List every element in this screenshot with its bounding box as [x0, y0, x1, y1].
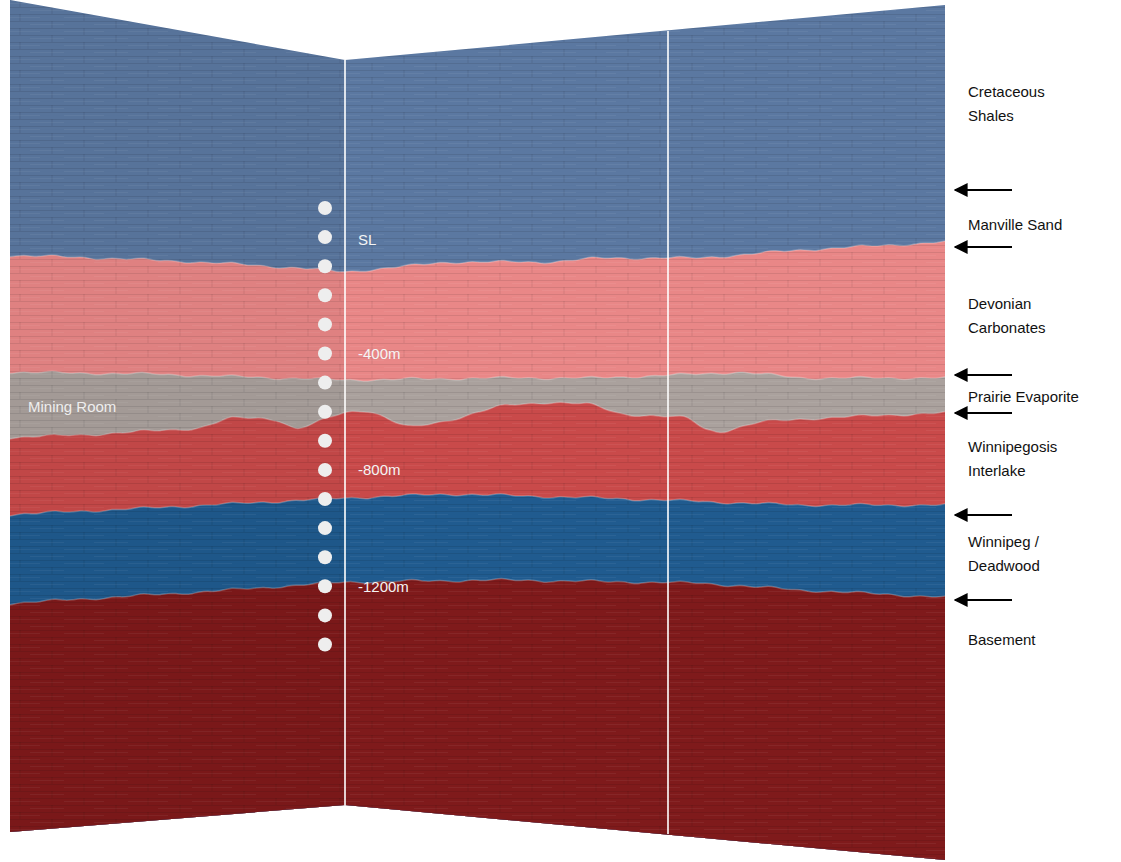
layer-label: Basement [968, 628, 1036, 652]
boundary-arrow [955, 374, 1012, 376]
layer-label: Winnipegosis Interlake [968, 435, 1080, 483]
borehole-dot [318, 376, 332, 390]
borehole-dot [318, 521, 332, 535]
borehole-dot [318, 492, 332, 506]
layer-label: Prairie Evaporite [968, 385, 1079, 409]
borehole-dot [318, 317, 332, 331]
layer-label: Devonian Carbonates [968, 292, 1068, 340]
fold-line [667, 31, 669, 834]
borehole-dot [318, 638, 332, 652]
panel-shade [10, 0, 345, 832]
depth-label: SL [358, 230, 376, 250]
rock-texture [0, 0, 960, 862]
borehole-dot [318, 550, 332, 564]
boundary-arrow [955, 189, 1012, 191]
layer-group [0, 0, 960, 862]
depth-label: -800m [358, 460, 401, 480]
borehole-dot [318, 405, 332, 419]
boundary-arrow [955, 246, 1012, 248]
borehole-dot [318, 608, 332, 622]
borehole-dot [318, 579, 332, 593]
borehole-dot [318, 259, 332, 273]
fold-line [344, 60, 346, 805]
borehole-dot [318, 463, 332, 477]
borehole-dot [318, 201, 332, 215]
layer-label: Cretaceous Shales [968, 80, 1068, 128]
layer-label: Winnipeg / Deadwood [968, 530, 1054, 578]
depth-label: -1200m [358, 577, 409, 597]
area-label: Mining Room [28, 397, 116, 417]
borehole-dot [318, 288, 332, 302]
borehole-dot [318, 434, 332, 448]
boundary-arrow [955, 412, 1012, 414]
borehole-dot [318, 347, 332, 361]
boundary-arrow [955, 514, 1012, 516]
layer-label: Manville Sand [968, 213, 1062, 237]
borehole-dot [318, 230, 332, 244]
boundary-arrow [955, 599, 1012, 601]
shale-layer [0, 0, 960, 862]
depth-label: -400m [358, 344, 401, 364]
